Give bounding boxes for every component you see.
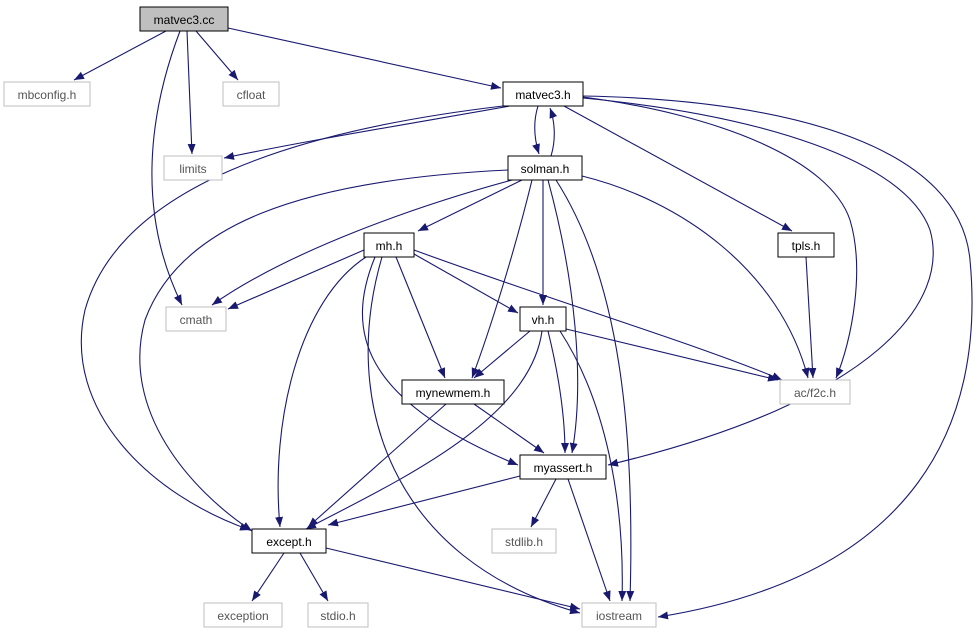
node-label: solman.h [521,162,570,176]
edges-layer [73,27,973,620]
node-label: vh.h [532,313,555,327]
edge-matvec3-h-to-except-h [80,105,504,531]
node-box [222,81,280,107]
edge-mh-h-to-ac-f2c-h [413,249,783,381]
edge-vh-h-to-ac-f2c-h [565,328,779,382]
edge-vh-h-to-mynewmem-h [473,330,531,379]
edge-tpls-h-to-ac-f2c-h [805,256,817,379]
node-exception: exception [203,602,283,628]
node-label: stdio.h [320,609,355,623]
node-myassert-h[interactable]: myassert.h [519,454,607,480]
edge-matvec3-cc-to-matvec3-h [227,27,502,90]
edge-matvec3-h-to-limits [223,105,511,160]
node-label: mbconfig.h [18,88,77,102]
edge-matvec3-h-to-solman-h [532,105,540,155]
edge-solman-h-to-mh-h [417,179,523,232]
edge-matvec3-cc-to-cfloat [195,30,239,81]
edge-except-h-to-iostream [325,547,581,611]
node-except-h[interactable]: except.h [251,528,327,554]
edge-matvec3-cc-to-cmath [151,30,183,306]
edge-solman-h-to-mynewmem-h [471,179,533,379]
edge-vh-h-to-iostream [559,330,627,602]
edge-mh-h-to-mynewmem-h [395,256,446,379]
edge-mh-h-to-myassert-h [361,256,519,466]
edge-mh-h-to-iostream [367,256,581,615]
node-stdlib-h: stdlib.h [491,528,557,554]
edge-solman-h-to-cmath [211,179,513,306]
edge-matvec3-h-to-tpls-h [563,105,793,232]
edge-except-h-to-stdio-h [299,552,329,602]
edge-matvec3-h-to-iostream [582,95,973,620]
edge-mynewmem-h-to-except-h [307,403,447,528]
node-label: cmath [180,313,213,327]
node-box [777,232,835,258]
node-vh-h[interactable]: vh.h [519,306,567,332]
node-box [163,155,223,181]
edge-matvec3-cc-to-mbconfig-h [73,30,167,81]
edge-solman-h-to-matvec3-h [549,107,558,157]
edge-solman-h-to-iostream [555,179,635,602]
node-box [3,81,91,107]
node-box [139,6,229,32]
node-label: ac/f2c.h [794,386,836,400]
node-box [401,379,505,405]
edge-mh-h-to-vh-h [413,253,519,314]
node-box [507,155,583,181]
node-label: mynewmem.h [416,386,491,400]
node-label: matvec3.h [515,88,570,102]
edge-myassert-h-to-stdlib-h [530,478,557,528]
nodes-layer: matvec3.cc mbconfig.h cfloat matvec3.h limit… [3,6,851,628]
node-box [519,454,607,480]
node-box [491,528,557,554]
edge-matvec3-cc-to-limits [186,30,196,155]
node-label: matvec3.cc [154,13,215,27]
node-label: except.h [266,535,311,549]
edge-solman-h-to-ac-f2c-h [581,175,810,379]
node-label: stdlib.h [505,535,543,549]
node-cfloat: cfloat [222,81,280,107]
node-label: iostream [596,609,642,623]
node-ac-f2c-h: ac/f2c.h [779,379,851,405]
edge-mynewmem-h-to-myassert-h [473,403,545,454]
node-mbconfig-h: mbconfig.h [3,81,91,107]
node-solman-h[interactable]: solman.h [507,155,583,181]
edge-except-h-to-exception [251,552,285,602]
node-box [307,602,369,628]
edge-matvec3-h-to-ac-f2c-h [582,96,858,379]
node-limits: limits [163,155,223,181]
node-box [251,528,327,554]
node-iostream: iostream [581,602,657,628]
node-cmath: cmath [165,306,227,332]
node-label: myassert.h [534,461,593,475]
node-box [363,232,415,258]
node-box [519,306,567,332]
node-label: limits [179,162,206,176]
edge-vh-h-to-except-h [305,330,543,530]
edge-myassert-h-to-iostream [567,478,611,602]
edge-mh-h-to-cmath [227,249,365,310]
node-matvec3-h[interactable]: matvec3.h [502,81,584,107]
edge-myassert-h-to-except-h [327,475,521,527]
edge-vh-h-to-myassert-h [547,330,569,454]
node-mh-h[interactable]: mh.h [363,232,415,258]
node-stdio-h: stdio.h [307,602,369,628]
node-tpls-h[interactable]: tpls.h [777,232,835,258]
edge-mh-h-to-except-h [275,256,367,528]
node-box [779,379,851,405]
node-label: exception [217,609,268,623]
node-box [502,81,584,107]
edge-solman-h-to-except-h [139,169,509,532]
node-mynewmem-h[interactable]: mynewmem.h [401,379,505,405]
node-label: mh.h [376,239,403,253]
node-box [581,602,657,628]
node-label: cfloat [237,88,266,102]
node-box [165,306,227,332]
edge-solman-h-to-myassert-h [547,179,579,454]
node-label: tpls.h [792,239,821,253]
node-matvec3-cc[interactable]: matvec3.cc [139,6,229,32]
node-box [203,602,283,628]
